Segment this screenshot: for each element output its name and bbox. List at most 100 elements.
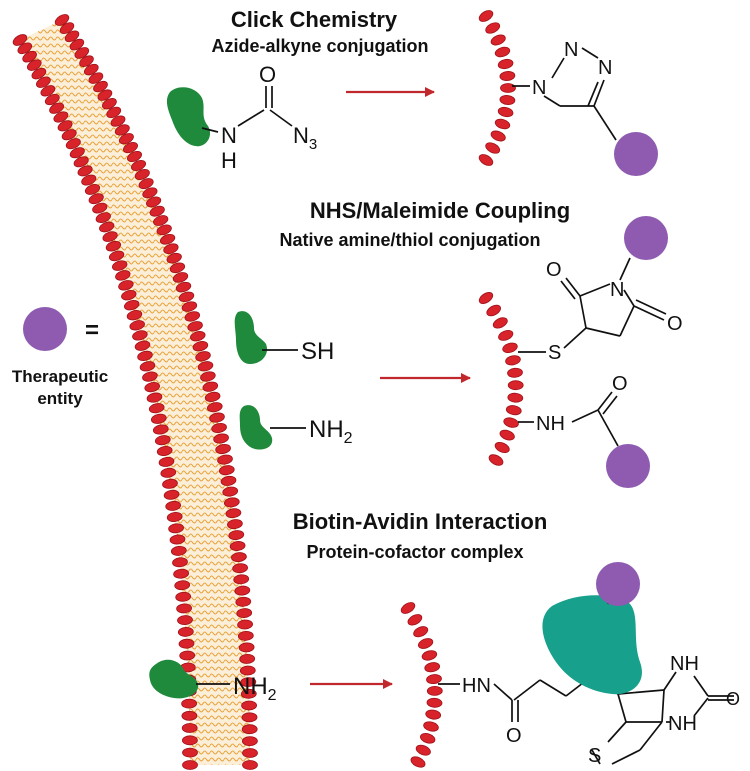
lipid-head [407, 614, 423, 626]
lipid-head [240, 677, 257, 688]
lipid-head [181, 301, 198, 312]
lipid-head [166, 512, 183, 522]
lipid-head [108, 250, 125, 262]
lipid-head [22, 50, 37, 63]
lipid-head [488, 454, 504, 466]
lipid-head [115, 270, 131, 281]
nhs-maleimide-title: NHS/Maleimide Coupling [310, 198, 570, 223]
outer-lipid-heads [12, 34, 198, 770]
lipid-head [220, 475, 237, 486]
lipid-head [184, 311, 201, 322]
legend-therapeutic-circle [23, 307, 67, 351]
membrane-fragment-biotin [400, 602, 443, 768]
lipid-head [192, 341, 209, 352]
azide-n3-group: N3 [293, 123, 317, 153]
lipid-head [211, 422, 227, 434]
lipid-head [222, 486, 239, 497]
maleimide-amide-product: S O N O NH O [518, 216, 683, 488]
lipid-head [154, 435, 171, 446]
lipid-head [425, 709, 442, 720]
lipid-head [95, 212, 111, 223]
avidin-protein [542, 595, 642, 695]
lipid-head [478, 10, 494, 22]
lipid-head [175, 591, 192, 602]
lipid-head [121, 289, 137, 301]
lipid-head [150, 413, 167, 424]
lipid-head [73, 156, 89, 168]
lipid-head [163, 243, 179, 255]
lipid-head [182, 735, 198, 746]
lipid-head [44, 93, 60, 106]
lipid-head [181, 723, 198, 733]
lipid-head [497, 106, 514, 118]
lipid-head [59, 22, 75, 34]
lipid-head [225, 508, 242, 519]
triazole-n3: N [598, 57, 612, 79]
lipid-head [242, 748, 258, 758]
lipid-head [118, 280, 134, 291]
lipid-head [169, 534, 186, 545]
lipid-head [182, 760, 198, 770]
biotin-amine-nh2: NH2 [233, 673, 277, 704]
lipid-head [165, 500, 182, 511]
lipid-head [507, 380, 524, 391]
lipid-head [498, 330, 514, 341]
lipid-head [237, 630, 254, 641]
lipid-head [149, 205, 165, 217]
lipid-head [158, 456, 175, 467]
lipid-head [426, 674, 442, 685]
lipid-head [413, 626, 429, 638]
lipid-head [139, 361, 156, 372]
lipid-head [138, 178, 154, 190]
lipid-head [486, 304, 501, 317]
membrane-anchor-amine [239, 405, 273, 450]
lipid-head [123, 142, 138, 154]
lipid-head [177, 626, 194, 637]
lipid-head [153, 215, 169, 226]
nhs-maleimide-subtitle: Native amine/thiol conjugation [279, 230, 540, 250]
lipid-head [105, 240, 122, 252]
lipid-head [77, 165, 93, 177]
lipid-head [423, 721, 439, 732]
biotin-avidin-product: HN O S NH O NH [438, 562, 740, 767]
lipid-head [102, 231, 118, 242]
lipid-head [494, 441, 510, 454]
lipid-head [204, 391, 221, 402]
lipid-head [494, 118, 511, 130]
lipid-head [231, 552, 247, 563]
triazole-n1: N [532, 77, 546, 99]
lipid-head [81, 174, 97, 186]
lipid-head [74, 47, 90, 59]
lipid-head [234, 585, 251, 596]
lipid-head [240, 688, 257, 699]
lipid-head [88, 72, 104, 84]
lipid-head [174, 580, 191, 591]
lipid-head [176, 603, 192, 614]
maleimide-o-right: O [667, 313, 683, 335]
lipid-head [500, 83, 516, 93]
lipid-head [26, 59, 42, 71]
membrane-anchor-thiol [234, 311, 268, 364]
lipid-head [84, 183, 101, 195]
lipid-head [200, 371, 216, 382]
lipid-head [179, 650, 196, 661]
therapeutic-entity-amide [606, 444, 650, 488]
membrane-anchor-biotin [149, 659, 199, 699]
lipid-head [478, 154, 494, 166]
thiol-sh: SH [301, 338, 334, 365]
membrane-fragment-nhs [478, 292, 524, 466]
lipid-head [485, 142, 501, 154]
biotin-nh-bottom: NH [668, 713, 697, 735]
lipid-head [31, 67, 47, 80]
biotin-amide-o: O [506, 725, 522, 747]
lipid-head [83, 63, 99, 76]
lipid-head [79, 55, 94, 67]
biotin-hn: HN [462, 675, 491, 697]
lipid-head [223, 497, 240, 508]
membrane-fragment-click [478, 10, 516, 166]
lipid-head [163, 489, 180, 500]
lipid-head [102, 98, 117, 110]
biotin-avidin-title: Biotin-Avidin Interaction [293, 509, 548, 534]
lipid-head [494, 46, 511, 58]
lipid-head [181, 710, 198, 721]
